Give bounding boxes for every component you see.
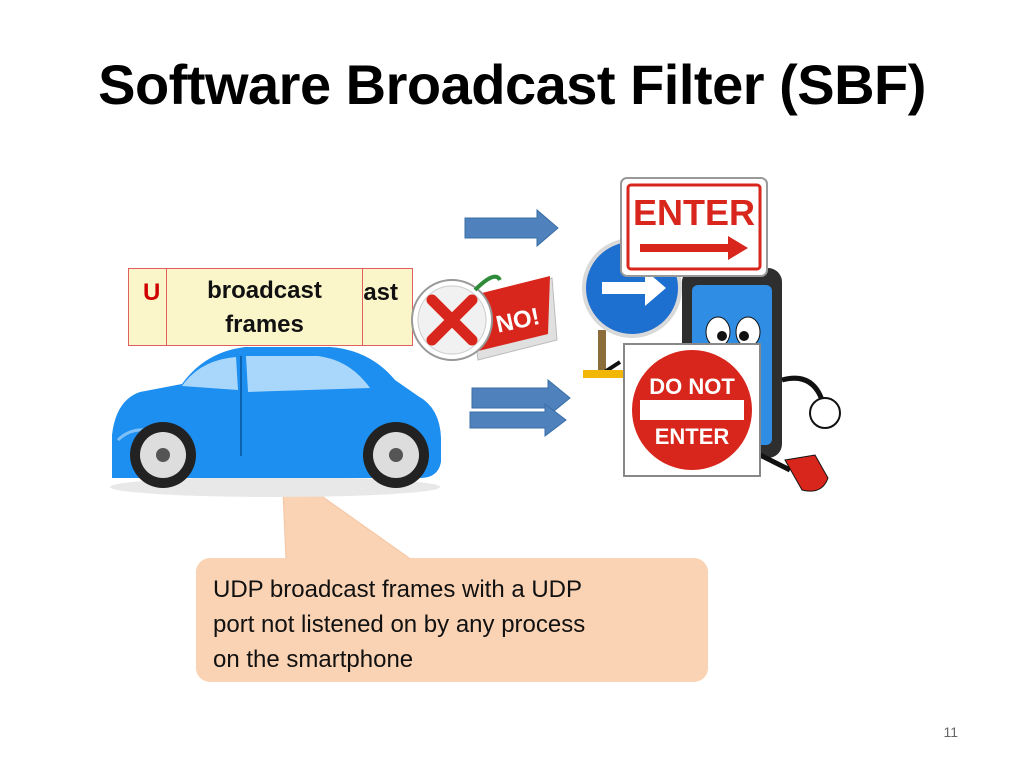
broadcast-frames-box: broadcast frames — [166, 268, 363, 346]
callout-line3: on the smartphone — [213, 646, 414, 673]
broadcast-frames-line1: broadcast — [207, 277, 322, 304]
slide-title: Software Broadcast Filter (SBF) — [98, 53, 926, 116]
broadcast-frames-line2: frames — [225, 311, 304, 338]
callout-line1: UDP broadcast frames with a UDP — [213, 576, 583, 603]
back-box-tail: ast — [363, 279, 398, 306]
arrow-mid-icon — [471, 378, 571, 418]
enter-sign-icon — [620, 177, 768, 277]
page-number: 11 — [943, 724, 958, 740]
callout-text: UDP broadcast frames with a UDP port not… — [213, 572, 683, 677]
enter-text: ENTER — [655, 424, 730, 449]
back-box-first-letter: U — [143, 279, 161, 306]
arrow-top-icon — [464, 208, 559, 248]
do-not-text: DO NOT — [649, 374, 735, 399]
enter-sign-text: ENTER — [633, 192, 755, 233]
callout-box — [196, 558, 708, 682]
no-badge-icon — [411, 274, 558, 361]
car-icon — [110, 347, 441, 497]
do-not-enter-sign-icon — [623, 343, 761, 477]
callout-line2: port not listened on by any process — [213, 611, 586, 638]
arrow-low-icon — [469, 402, 567, 438]
